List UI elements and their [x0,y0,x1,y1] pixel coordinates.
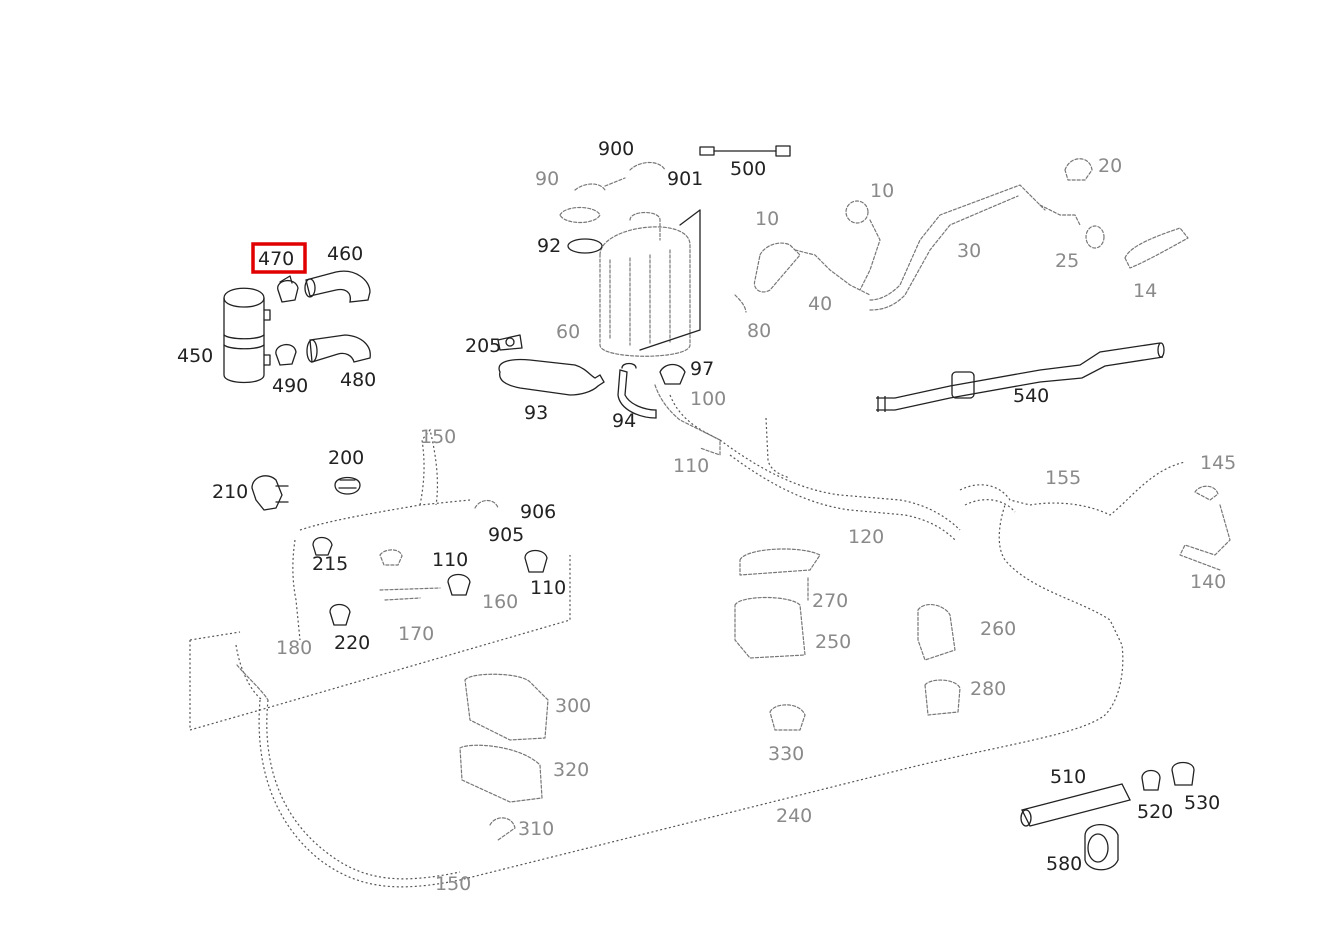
label-500: 500 [730,158,766,180]
label-480: 480 [340,369,376,391]
label-100: 100 [690,388,726,410]
label-120: 120 [848,526,884,548]
highlight-box-470 [251,242,307,274]
label-180: 180 [276,637,312,659]
label-10b: 10 [755,208,779,230]
upper-hoses [498,358,721,456]
label-250: 250 [815,631,851,653]
lower-right-parts [1020,761,1195,871]
label-40: 40 [808,293,832,315]
label-215: 215 [312,553,348,575]
hose-480 [309,334,371,363]
label-906: 906 [520,501,556,523]
cap-assembly [559,161,666,254]
label-80: 80 [747,320,771,342]
hose-460 [305,270,371,303]
label-97: 97 [690,358,714,380]
label-580: 580 [1046,853,1082,875]
label-110c: 110 [673,455,709,477]
sleeve-510 [1021,783,1131,827]
label-200: 200 [328,447,364,469]
clamp-530 [1171,761,1195,786]
label-210: 210 [212,481,248,503]
frame-clamps [236,499,548,701]
upper-right-hoses [734,158,1189,313]
label-450: 450 [177,345,213,367]
label-470: 470 [258,248,294,270]
center-components [459,548,961,841]
expansion-tank [599,209,701,357]
label-145: 145 [1200,452,1236,474]
filter-canister [223,287,265,384]
label-510: 510 [1050,766,1086,788]
label-60: 60 [556,321,580,343]
label-300: 300 [555,695,591,717]
label-25: 25 [1055,250,1079,272]
label-530: 530 [1184,792,1220,814]
clamp-470 [277,280,299,303]
label-14: 14 [1133,280,1157,302]
label-94: 94 [612,410,636,432]
mid-left-clamps [251,475,361,511]
label-150b: 150 [435,873,471,895]
label-260: 260 [980,618,1016,640]
label-150a: 150 [420,426,456,448]
temperature-sensor [699,145,791,157]
label-10a: 10 [870,180,894,202]
label-170: 170 [398,623,434,645]
label-205: 205 [465,335,501,357]
label-220: 220 [334,632,370,654]
ring-200 [334,476,361,495]
label-320: 320 [553,759,589,781]
clamp-210 [251,475,283,511]
right-hoses [1179,485,1231,571]
label-140: 140 [1190,571,1226,593]
clamp-490 [275,344,297,366]
label-905: 905 [488,524,524,546]
coolant-pipe-network [189,394,1186,888]
clamp-520 [1141,769,1161,791]
label-270: 270 [812,590,848,612]
coolant-pipe-540 [876,342,1165,412]
label-900: 900 [598,138,634,160]
label-240: 240 [776,805,812,827]
label-901: 901 [667,168,703,190]
part-labels: 900 901 500 90 92 470 460 450 490 480 20… [177,138,1236,895]
label-30: 30 [957,240,981,262]
label-160: 160 [482,591,518,613]
left-component-group [223,270,371,384]
label-90: 90 [535,168,559,190]
gasket-ring [567,238,603,254]
label-280: 280 [970,678,1006,700]
label-460: 460 [327,243,363,265]
label-520: 520 [1137,801,1173,823]
label-20: 20 [1098,155,1122,177]
label-490: 490 [272,375,308,397]
label-540: 540 [1013,385,1049,407]
label-93: 93 [524,402,548,424]
label-110a: 110 [432,549,468,571]
label-330: 330 [768,743,804,765]
label-310: 310 [518,818,554,840]
label-110b: 110 [530,577,566,599]
mount-580 [1084,823,1119,871]
bracket-205 [497,334,523,351]
label-155: 155 [1045,467,1081,489]
label-92: 92 [537,235,561,257]
